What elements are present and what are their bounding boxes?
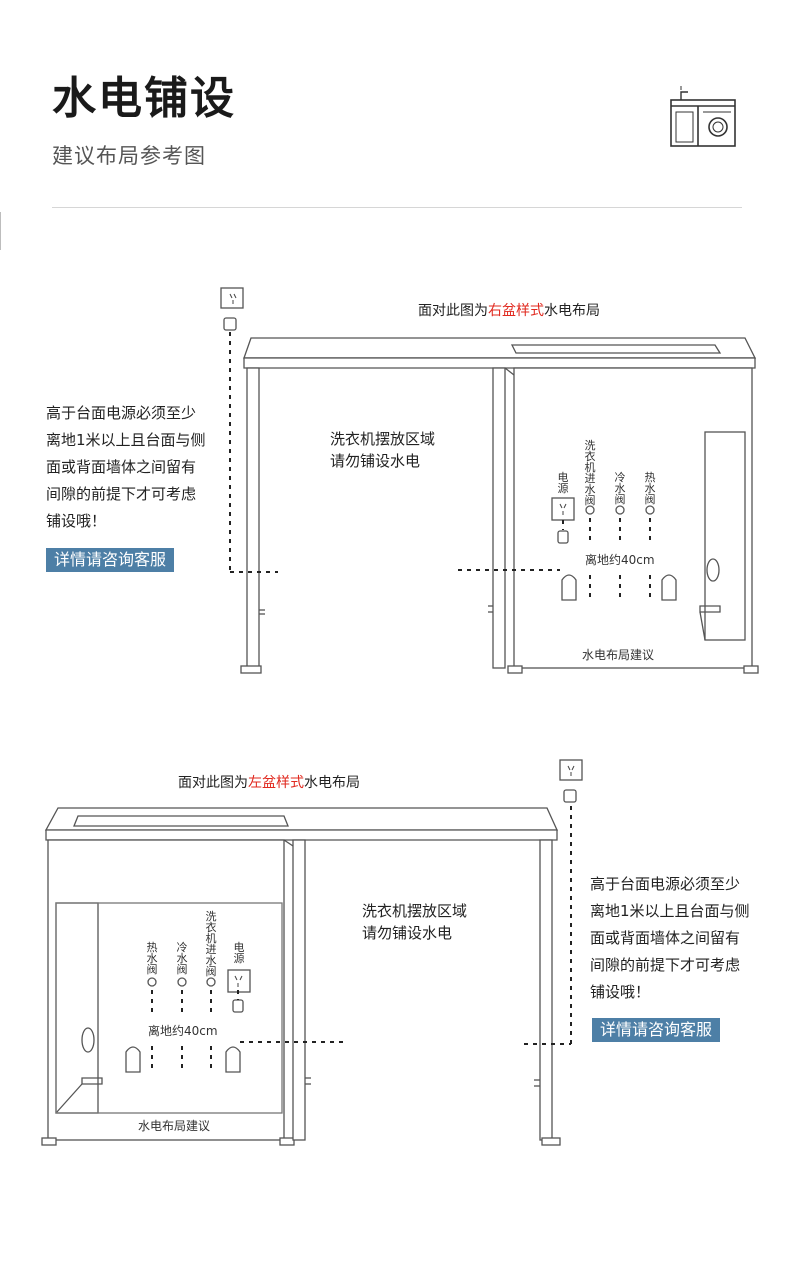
valve-icon <box>645 505 655 515</box>
caption-text: 面对此图为 <box>178 775 248 791</box>
valve-icon <box>206 977 216 987</box>
cold-valve-label: 冷水阀 <box>614 471 626 506</box>
valve-icon <box>585 505 595 515</box>
note-line: 面或背面墙体之间留有 <box>590 929 741 947</box>
diagram-right-note: 高于台面电源必须至少 离地1米以上且台面与侧 面或背面墙体之间留有 间隙的前提下… <box>46 400 206 535</box>
washer-area-label: 洗衣机摆放区域 请勿铺设水电 <box>362 900 467 944</box>
page-subtitle: 建议布局参考图 <box>52 144 206 168</box>
diagram-left-caption: 面对此图为左盆样式水电布局 <box>178 772 360 792</box>
socket-glyphs-2 <box>234 765 575 987</box>
caption-text: 水电布局 <box>304 775 360 791</box>
power-socket-icon <box>559 759 583 781</box>
height-label: 离地约40cm <box>148 1024 218 1038</box>
caption-text: 水电布局 <box>544 303 600 319</box>
caption-highlight: 左盆样式 <box>248 775 304 791</box>
note-line: 面或背面墙体之间留有 <box>46 458 197 476</box>
socket-glyphs-1 <box>229 293 567 515</box>
cold-valve-label: 冷水阀 <box>176 941 188 976</box>
valve-icon <box>615 505 625 515</box>
area-line: 洗衣机摆放区域 <box>330 430 436 448</box>
plug-icon <box>232 999 244 1013</box>
washer-inlet-label: 洗衣机进水阀 <box>584 439 596 507</box>
contact-service-button[interactable]: 详情请咨询客服 <box>46 548 175 572</box>
caption-highlight: 右盆样式 <box>488 303 544 319</box>
edge-mark <box>0 212 1 250</box>
diagram-left-note: 高于台面电源必须至少 离地1米以上且台面与侧 面或背面墙体之间留有 间隙的前提下… <box>590 871 750 1006</box>
page-title: 水电铺设 <box>52 73 236 124</box>
header-divider <box>52 207 742 208</box>
note-line: 离地1米以上且台面与侧 <box>46 431 206 449</box>
washer-area-label: 洗衣机摆放区域 请勿铺设水电 <box>330 428 435 472</box>
note-line: 间隙的前提下才可考虑 <box>590 956 741 974</box>
cabinet-washer-icon <box>670 86 736 147</box>
power-label: 电源 <box>557 471 569 495</box>
height-label: 离地约40cm <box>585 553 655 567</box>
note-line: 离地1米以上且台面与侧 <box>590 902 750 920</box>
hot-valve-label: 热水阀 <box>146 941 158 976</box>
power-socket-icon <box>551 497 575 521</box>
plug-icon <box>557 530 569 544</box>
layout-suggestion-label: 水电布局建议 <box>138 1119 211 1133</box>
diagram-right-caption: 面对此图为右盆样式水电布局 <box>418 300 600 320</box>
plug-icon <box>223 317 237 331</box>
valve-icon <box>177 977 187 987</box>
power-socket-icon <box>220 287 244 309</box>
note-line: 高于台面电源必须至少 <box>46 404 197 422</box>
plug-icon <box>563 789 577 803</box>
valve-icon <box>147 977 157 987</box>
power-socket-icon <box>227 969 251 993</box>
contact-service-button[interactable]: 详情请咨询客服 <box>592 1018 721 1042</box>
area-line: 请勿铺设水电 <box>330 452 421 470</box>
note-line: 铺设哦！ <box>590 983 651 1001</box>
area-line: 洗衣机摆放区域 <box>362 902 468 920</box>
diagram-right-drawing <box>220 287 759 674</box>
note-line: 高于台面电源必须至少 <box>590 875 741 893</box>
layout-suggestion-label: 水电布局建议 <box>582 648 655 662</box>
note-line: 间隙的前提下才可考虑 <box>46 485 197 503</box>
diagram-left-drawing <box>41 759 583 1146</box>
note-line: 铺设哦！ <box>46 512 107 530</box>
washer-inlet-label: 洗衣机进水阀 <box>205 910 217 978</box>
caption-text: 面对此图为 <box>418 303 488 319</box>
area-line: 请勿铺设水电 <box>362 924 453 942</box>
power-label: 电源 <box>233 941 245 965</box>
hot-valve-label: 热水阀 <box>644 471 656 506</box>
